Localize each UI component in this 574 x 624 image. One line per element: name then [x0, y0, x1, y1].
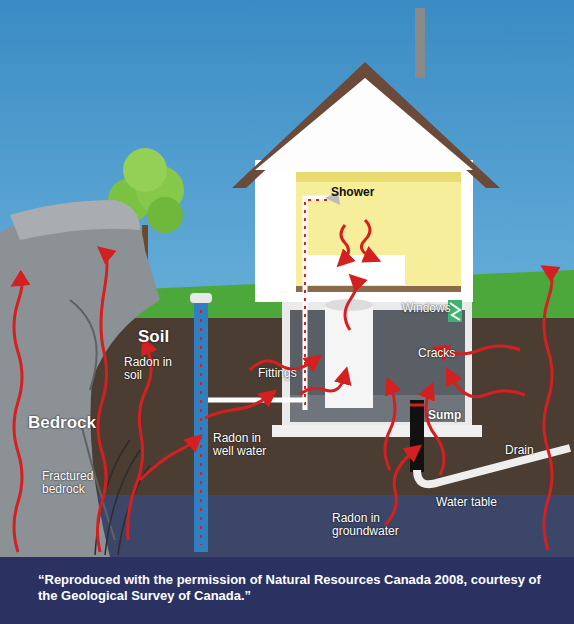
text-label: Soil [138, 328, 188, 346]
house-part [208, 398, 305, 403]
house-part [305, 198, 330, 410]
radon-arrows-part [205, 395, 270, 418]
radon-arrows-part [14, 281, 22, 552]
house-part [255, 78, 473, 170]
caption-text: “Reproduced with the permission of Natur… [38, 572, 543, 604]
radon-arrows-part [385, 450, 415, 525]
caption-band [0, 557, 574, 624]
tree-part [123, 148, 167, 192]
radon-arrows [14, 220, 552, 552]
sump-and-drain-part [417, 448, 570, 484]
caption-band-part [0, 557, 574, 624]
well-part [200, 310, 202, 545]
text-label: Windows [402, 302, 462, 315]
radon-arrows-part [97, 252, 107, 552]
radon-arrows-part [345, 280, 357, 330]
house-part [255, 160, 473, 302]
house [208, 8, 500, 437]
text-label: Fittings [258, 367, 313, 380]
house-part [325, 305, 373, 408]
house-part [305, 200, 328, 405]
text-label: Shower [331, 186, 391, 199]
bedrock-part [10, 200, 140, 240]
radon-arrows-part [450, 375, 525, 397]
well-part [194, 300, 208, 552]
house-part [296, 172, 461, 290]
house-part [290, 310, 465, 422]
radon-arrows-part [300, 375, 345, 395]
radon-arrows-part [385, 385, 395, 470]
house-part [272, 425, 482, 437]
text-label: Radon in soil [124, 356, 174, 382]
house-part [415, 8, 425, 78]
text-label: Radon in well water [213, 432, 268, 458]
text-label: Bedrock [28, 414, 108, 432]
house-part [450, 303, 460, 320]
text-label: Fractured bedrock [42, 470, 112, 496]
radon-arrows-part [341, 225, 349, 261]
house-part [296, 172, 461, 182]
tree-part [147, 197, 183, 233]
radon-arrows-part [361, 220, 373, 258]
well-part [190, 293, 212, 303]
sump-and-drain-part [410, 400, 424, 472]
sump-and-drain-part [410, 404, 424, 407]
text-label: Water table [436, 496, 516, 509]
radon-arrows-part [544, 270, 552, 550]
text-label: Sump [428, 409, 478, 422]
text-label: Cracks [418, 347, 473, 360]
house-part [296, 286, 461, 292]
house-part [232, 62, 500, 188]
text-label: Drain [505, 444, 555, 457]
well [190, 293, 212, 552]
radon-arrows-part [140, 440, 196, 480]
text-label: Radon in groundwater [332, 512, 412, 538]
radon-arrows-part [426, 390, 444, 475]
